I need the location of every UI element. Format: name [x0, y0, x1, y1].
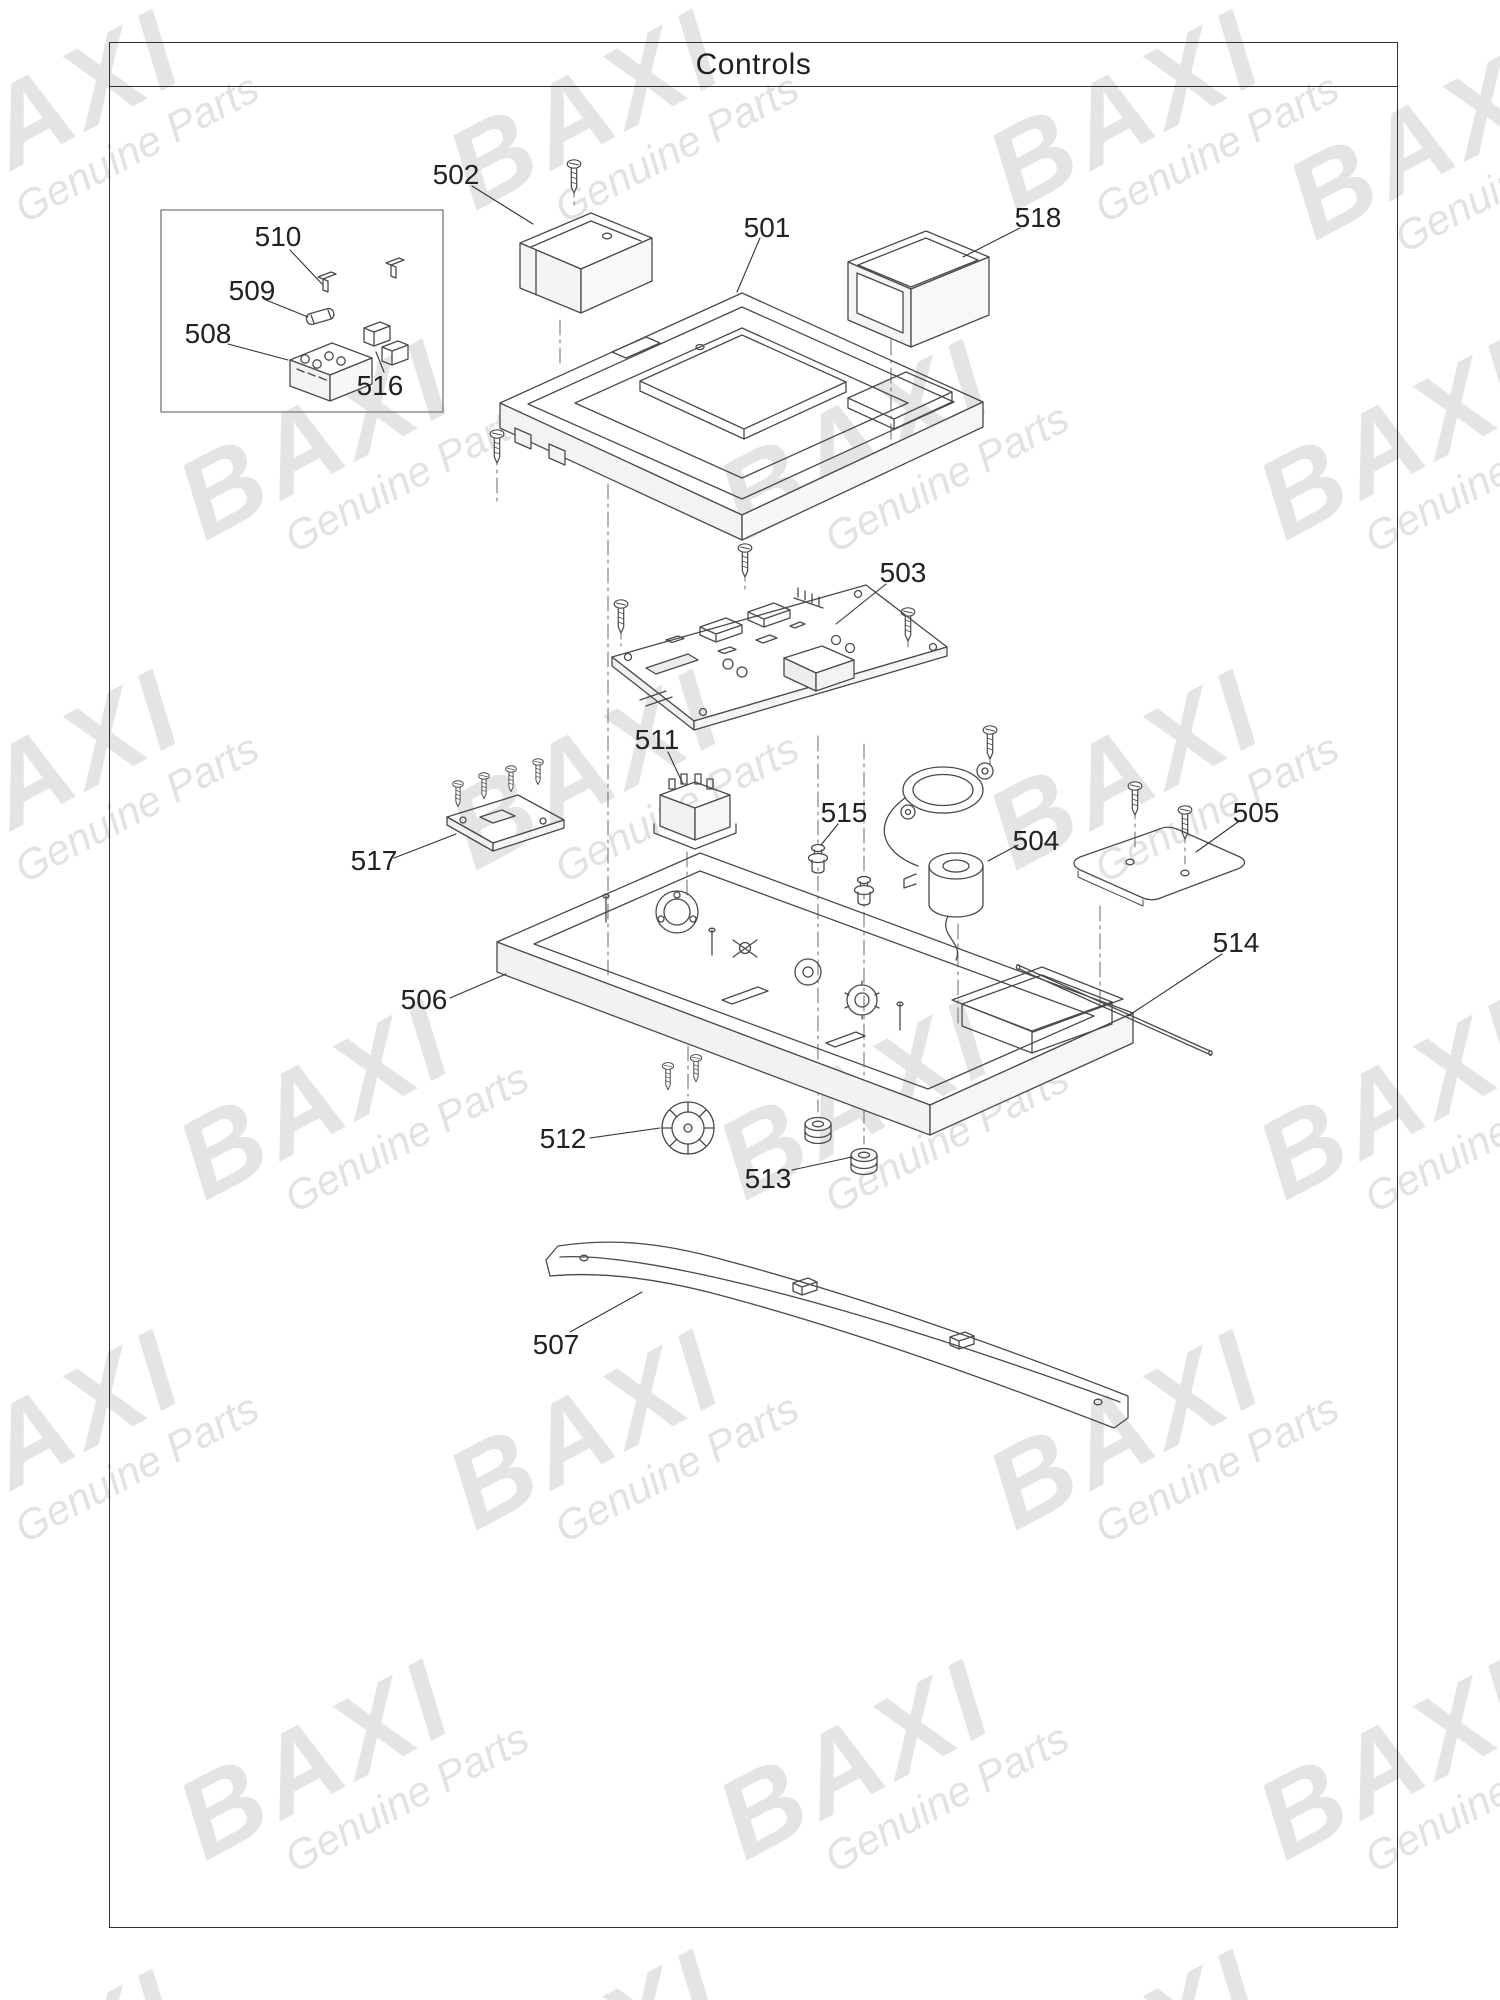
part-callout-504: 504	[1012, 825, 1060, 856]
page-title: Controls	[695, 47, 812, 81]
part-callout-516: 516	[356, 370, 404, 401]
part-callout-515: 515	[820, 797, 868, 828]
part-callout-510: 510	[254, 221, 302, 252]
part-callout-508: 508	[184, 318, 232, 349]
part-callout-509: 509	[228, 275, 276, 306]
part-callout-511: 511	[634, 724, 680, 755]
part-callout-507: 507	[532, 1329, 580, 1360]
part-callout-501: 501	[743, 212, 791, 243]
part-callout-518: 518	[1014, 202, 1062, 233]
title-bar: Controls	[110, 43, 1397, 87]
diagram-frame: Controls	[109, 42, 1398, 1928]
part-callout-514: 514	[1212, 927, 1260, 958]
part-callout-505: 505	[1232, 797, 1280, 828]
part-callout-502: 502	[432, 159, 480, 190]
part-callout-517: 517	[350, 845, 398, 876]
part-callout-512: 512	[539, 1123, 587, 1154]
part-callout-506: 506	[400, 984, 448, 1015]
part-callout-503: 503	[879, 557, 927, 588]
part-callout-513: 513	[744, 1163, 792, 1194]
